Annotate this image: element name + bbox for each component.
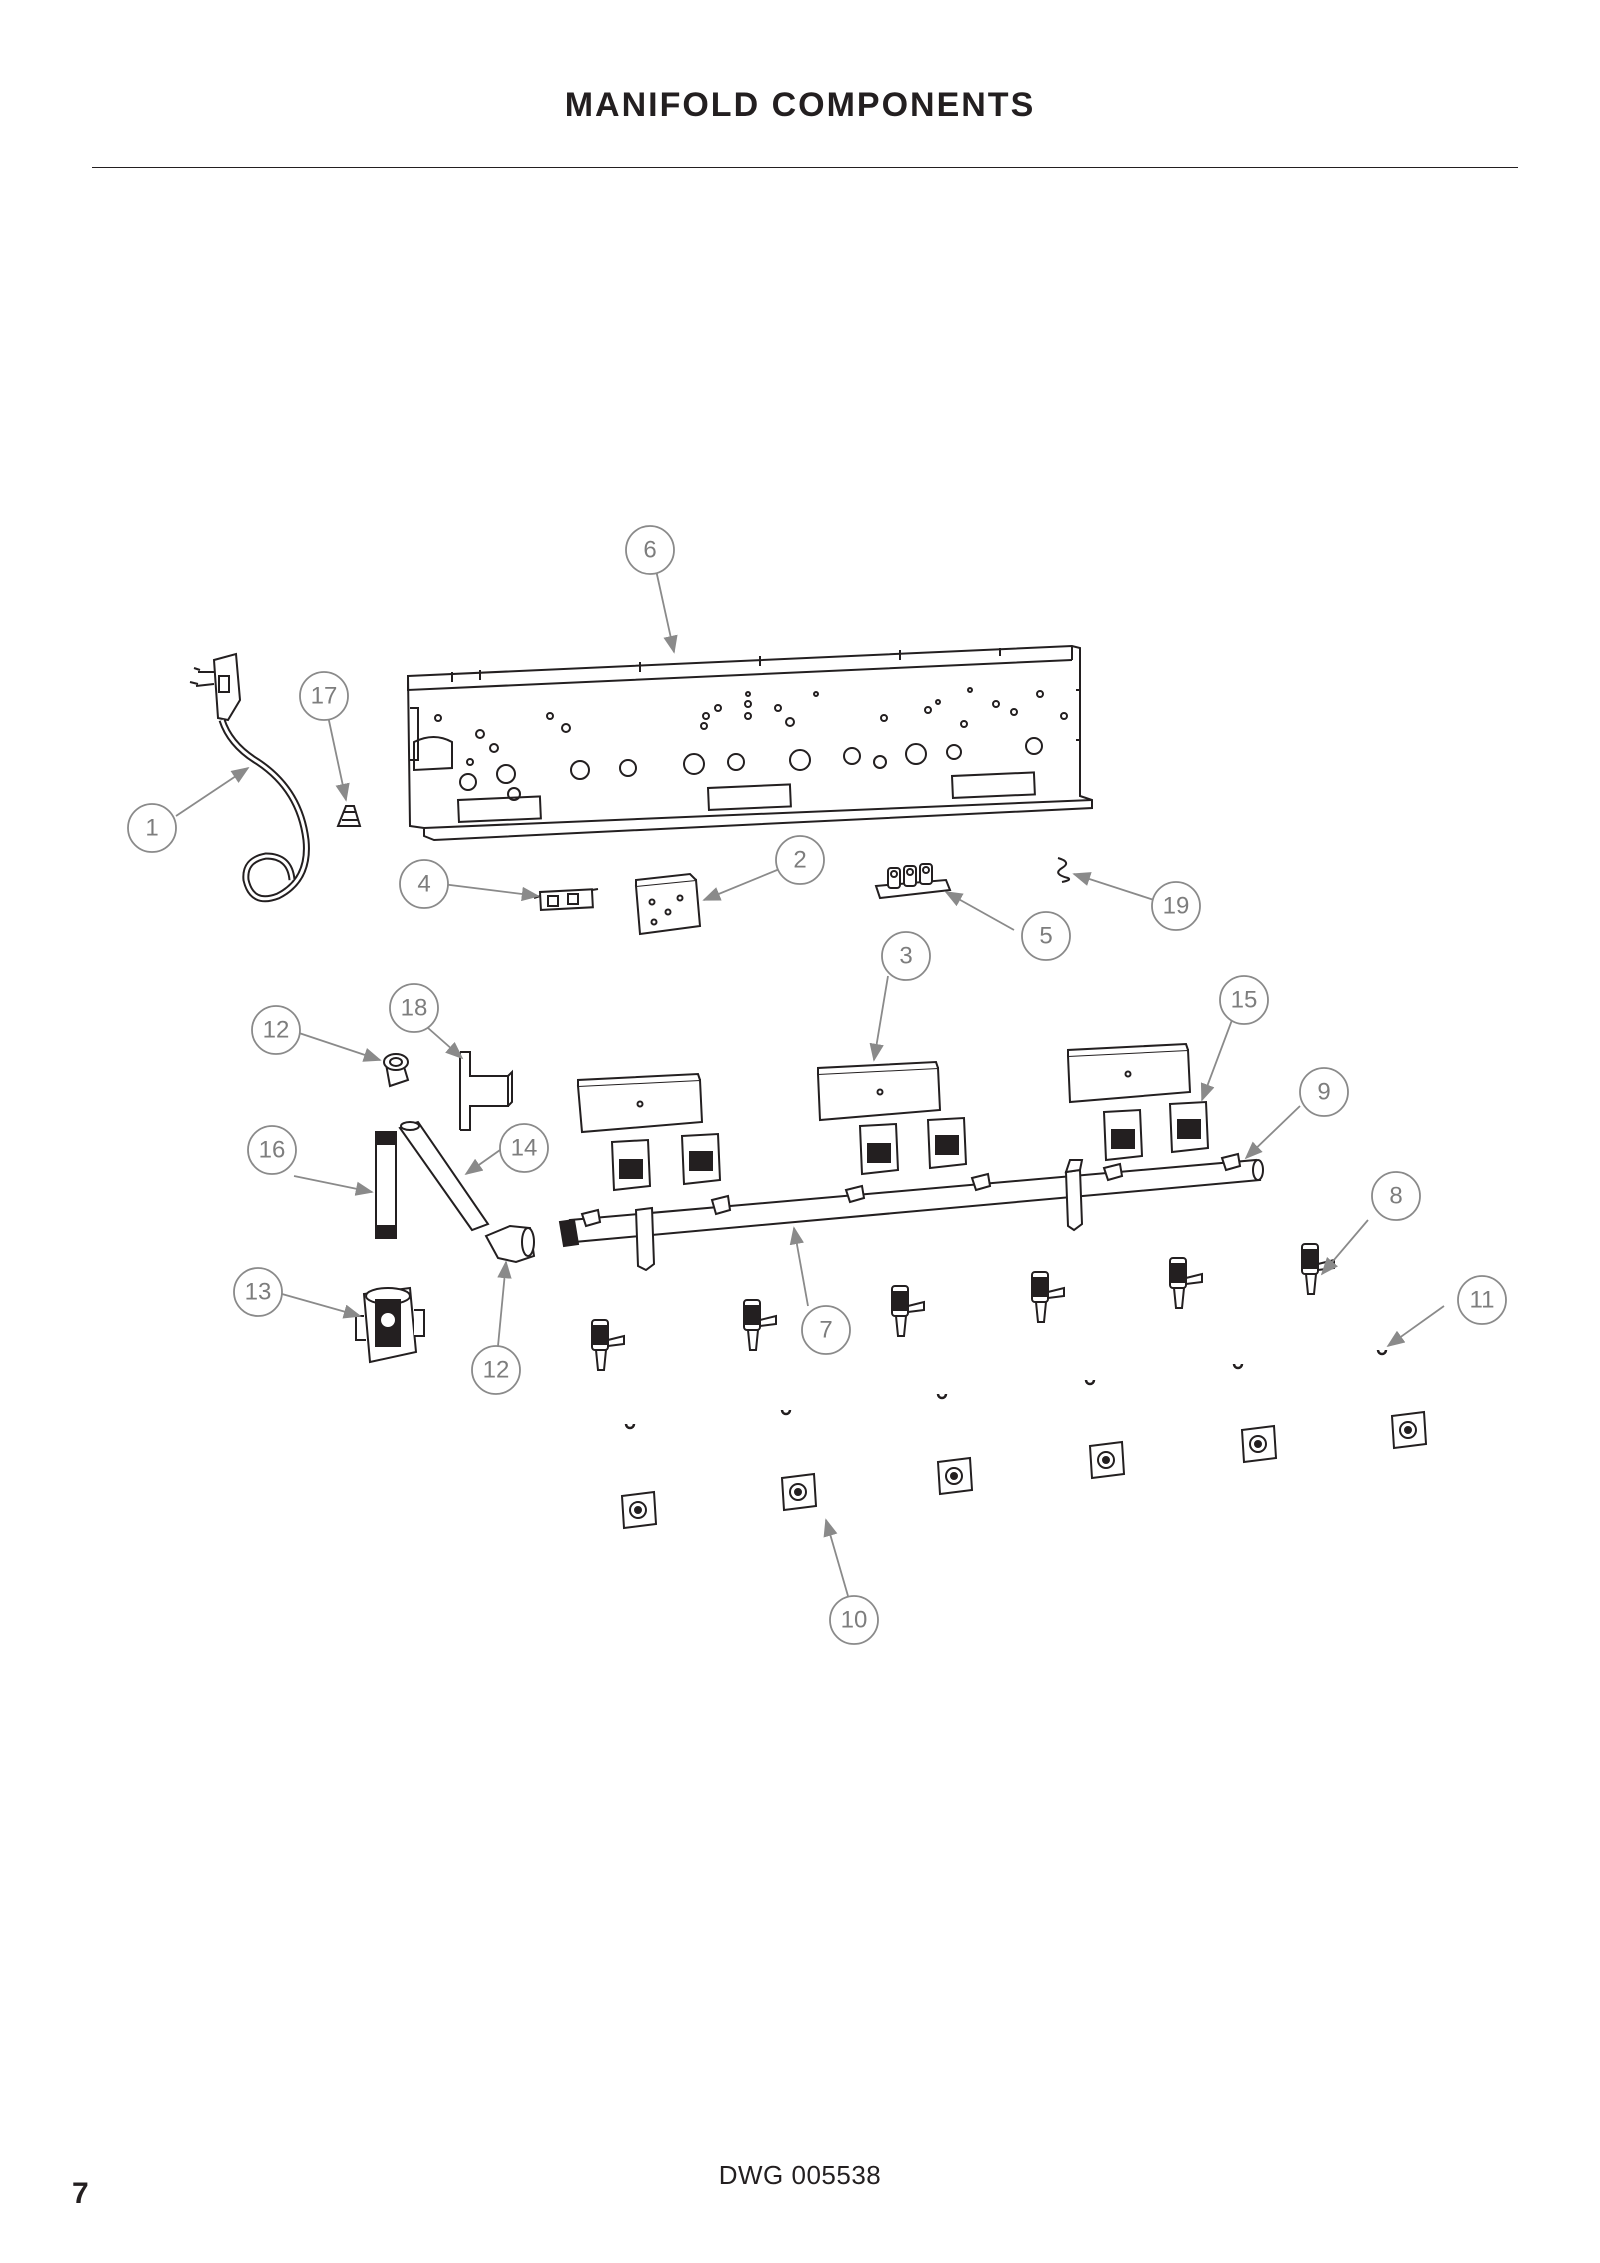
terminal-block-part [874,863,952,900]
title-divider [92,167,1518,168]
angled-pipe-part [398,1120,490,1232]
callout-markers: 1 2 3 4 5 6 7 8 9 10 11 12 12 13 14 15 1… [127,525,1507,1645]
callout-11: 11 [1457,1275,1507,1325]
o-ring-part [624,1349,1388,1430]
magnet-unit-part [610,1100,1210,1192]
svg-text:14: 14 [511,1135,538,1162]
manifold-pipe-part [558,1152,1264,1272]
wire-clip-part [336,805,362,827]
svg-text:10: 10 [841,1607,868,1634]
callout-9: 9 [1299,1067,1349,1117]
svg-text:18: 18 [401,995,428,1022]
svg-text:12: 12 [263,1017,290,1044]
pipe-nipple-part [375,1131,397,1239]
callout-5: 5 [1021,911,1071,961]
callout-6: 6 [625,525,675,575]
callout-8: 8 [1371,1171,1421,1221]
power-cord-part [189,652,310,903]
callout-16: 16 [247,1125,297,1175]
callout-18: 18 [389,983,439,1033]
svg-text:6: 6 [643,537,656,564]
svg-text:2: 2 [793,847,806,874]
page-title: MANIFOLD COMPONENTS [564,86,1036,124]
spring-clip-part [1057,857,1071,883]
svg-text:1: 1 [145,815,158,842]
elbow-fitting-part [383,1053,536,1264]
callout-13: 13 [233,1267,283,1317]
svg-text:3: 3 [899,943,912,970]
svg-text:11: 11 [1470,1287,1495,1314]
svg-text:9: 9 [1317,1079,1330,1106]
callout-12: 12 [251,1005,301,1055]
callout-17: 17 [299,671,349,721]
drawing-number: DWG 005538 [718,2160,882,2190]
svg-text:7: 7 [819,1317,832,1344]
svg-text:5: 5 [1039,923,1052,950]
callout-15: 15 [1219,975,1269,1025]
svg-text:19: 19 [1163,893,1190,920]
leader-lines [175,569,1445,1597]
callout-19: 19 [1151,881,1201,931]
switch-component-part [533,888,599,912]
callout-2: 2 [775,835,825,885]
svg-text:8: 8 [1389,1183,1402,1210]
callout-14: 14 [499,1123,549,1173]
callout-12-lower: 12 [471,1345,521,1395]
svg-text:17: 17 [311,683,338,710]
callout-4: 4 [399,859,449,909]
valve-flange-part [620,1410,1428,1530]
callout-3: 3 [881,931,931,981]
svg-text:4: 4 [417,871,430,898]
bracket-plate-part [634,872,702,936]
svg-text:13: 13 [245,1279,272,1306]
callout-10: 10 [829,1595,879,1645]
manifold-panel-part [406,644,1093,842]
svg-text:12: 12 [483,1357,510,1384]
support-bracket-part [459,1051,513,1131]
gas-valve-part [591,1243,1335,1371]
svg-text:16: 16 [259,1137,286,1164]
burner-bracket-part [576,1042,1192,1134]
callout-7: 7 [801,1305,851,1355]
page-number: 7 [72,2177,89,2210]
svg-text:15: 15 [1231,987,1258,1014]
callout-1: 1 [127,803,177,853]
gas-regulator-part [355,1286,425,1364]
